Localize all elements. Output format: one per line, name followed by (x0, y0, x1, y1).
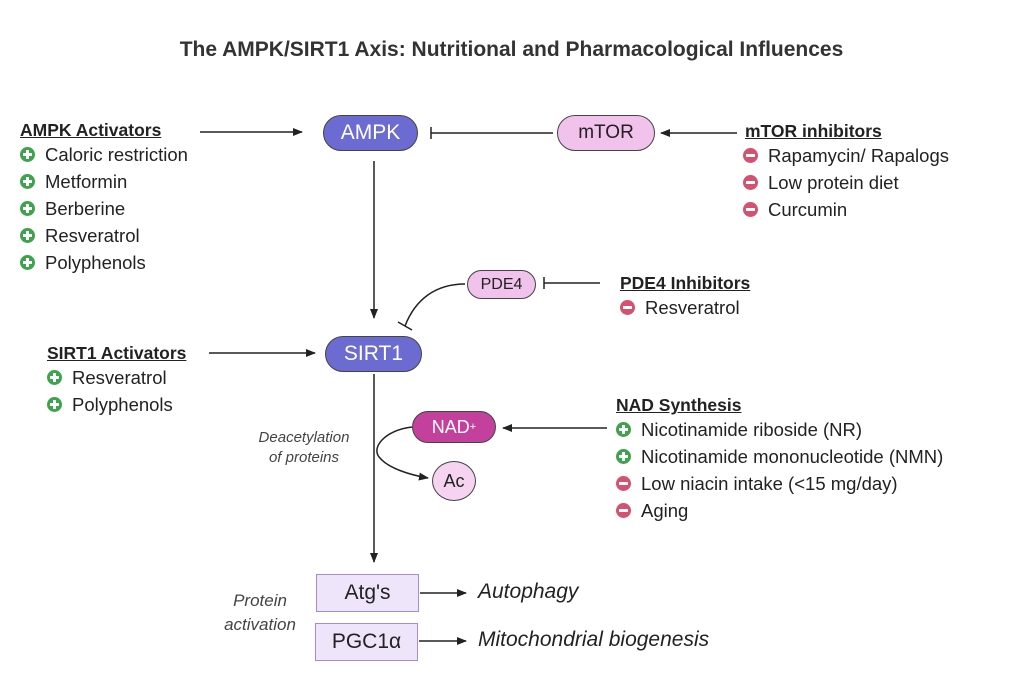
list-item: Curcumin (743, 196, 949, 223)
group-sirt1-activators: SIRT1 Activators Resveratrol Polyphenols (47, 343, 186, 418)
list-item: Resveratrol (620, 294, 750, 321)
arrow-nad-to-ac (376, 426, 429, 481)
item-label: Aging (641, 499, 689, 521)
inhibit-pde4-to-sirt1 (404, 283, 466, 327)
annotation-line: activation (224, 615, 296, 634)
list-item: Berberine (20, 195, 188, 222)
minus-circle-icon (743, 202, 758, 217)
annotation-deacetylation: Deacetylation of proteins (248, 428, 360, 468)
annotation-protein-activation: Protein activation (218, 589, 302, 637)
outcome-autophagy: Autophagy (478, 580, 579, 603)
diagram-title: The AMPK/SIRT1 Axis: Nutritional and Pha… (179, 38, 844, 61)
node-nad-superscript: + (469, 421, 477, 433)
list-item: Rapamycin/ Rapalogs (743, 142, 949, 169)
group-header: SIRT1 Activators (47, 343, 187, 363)
list-item: Low protein diet (743, 169, 949, 196)
item-label: Caloric restriction (45, 143, 188, 165)
node-pgc1a[interactable]: PGC1α (315, 623, 418, 661)
minus-circle-icon (616, 503, 631, 518)
list-item: Nicotinamide mononucleotide (NMN) (616, 443, 943, 470)
group-header: NAD Synthesis (616, 395, 742, 415)
list-item: Polyphenols (20, 249, 188, 276)
plus-circle-icon (616, 449, 631, 464)
list-item: Metformin (20, 168, 188, 195)
item-label: Curcumin (768, 198, 848, 220)
group-header: PDE4 Inhibitors (620, 273, 751, 293)
plus-circle-icon (20, 255, 35, 270)
list-item: Caloric restriction (20, 141, 188, 168)
list-item: Resveratrol (47, 364, 186, 391)
item-label: Resveratrol (645, 296, 740, 318)
inhibit-bar-sirt1 (397, 321, 413, 331)
minus-circle-icon (620, 300, 635, 315)
plus-circle-icon (47, 370, 62, 385)
group-mtor-inhibitors: mTOR inhibitors Rapamycin/ Rapalogs Low … (743, 121, 949, 223)
list-item: Aging (616, 497, 943, 524)
annotation-line: of proteins (268, 449, 340, 466)
plus-circle-icon (20, 228, 35, 243)
annotation-line: Deacetylation (258, 429, 350, 446)
group-header: mTOR inhibitors (745, 121, 882, 141)
item-label: Nicotinamide mononucleotide (NMN) (641, 445, 944, 467)
item-label: Nicotinamide riboside (NR) (641, 418, 863, 440)
node-ampk[interactable]: AMPK (323, 115, 418, 151)
node-atgs[interactable]: Atg's (316, 574, 419, 612)
item-label: Low niacin intake (<15 mg/day) (641, 472, 898, 494)
item-label: Polyphenols (45, 251, 146, 273)
minus-circle-icon (616, 476, 631, 491)
list-item: Resveratrol (20, 222, 188, 249)
node-nad[interactable]: NAD+ (412, 411, 496, 443)
item-label: Rapamycin/ Rapalogs (768, 144, 949, 166)
list-item: Nicotinamide riboside (NR) (616, 416, 943, 443)
minus-circle-icon (743, 175, 758, 190)
outcome-mitochondrial-biogenesis: Mitochondrial biogenesis (478, 628, 710, 651)
group-header: AMPK Activators (20, 120, 162, 140)
node-mtor[interactable]: mTOR (557, 115, 655, 151)
plus-circle-icon (47, 397, 62, 412)
item-label: Resveratrol (72, 366, 167, 388)
group-nad-synthesis: NAD Synthesis Nicotinamide riboside (NR)… (616, 395, 943, 524)
plus-circle-icon (20, 147, 35, 162)
plus-circle-icon (616, 422, 631, 437)
node-pde4[interactable]: PDE4 (467, 270, 536, 299)
item-label: Resveratrol (45, 224, 140, 246)
item-label: Metformin (45, 170, 128, 192)
item-label: Low protein diet (768, 171, 899, 193)
node-ac[interactable]: Ac (432, 461, 476, 501)
plus-circle-icon (20, 201, 35, 216)
node-nad-label: NAD (431, 416, 470, 437)
item-label: Berberine (45, 197, 126, 219)
group-pde4-inhibitors: PDE4 Inhibitors Resveratrol (620, 273, 750, 321)
group-ampk-activators: AMPK Activators Caloric restriction Metf… (20, 120, 188, 276)
annotation-line: Protein (233, 591, 287, 610)
plus-circle-icon (20, 174, 35, 189)
list-item: Low niacin intake (<15 mg/day) (616, 470, 943, 497)
node-sirt1[interactable]: SIRT1 (325, 336, 422, 372)
item-label: Polyphenols (72, 393, 173, 415)
list-item: Polyphenols (47, 391, 186, 418)
minus-circle-icon (743, 148, 758, 163)
